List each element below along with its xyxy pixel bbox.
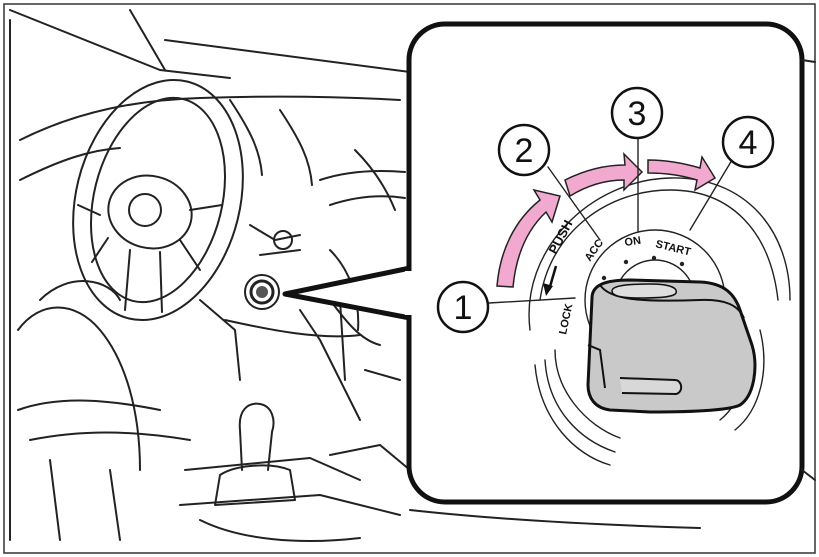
key-fob-icon bbox=[586, 278, 757, 414]
callout-3-number: 3 bbox=[628, 95, 647, 133]
bg-line bbox=[409, 509, 701, 529]
callout-pointer bbox=[282, 265, 411, 321]
callout-2-number: 2 bbox=[515, 132, 534, 170]
callout-3: 3 bbox=[610, 86, 664, 140]
rotate-arrow-2-icon bbox=[564, 152, 644, 198]
callout-1: 1 bbox=[436, 280, 490, 334]
leader-line-4 bbox=[689, 159, 733, 231]
callout-4: 4 bbox=[721, 115, 775, 169]
callout-panel bbox=[406, 21, 805, 505]
outer-frame bbox=[3, 3, 816, 554]
callout-4-number: 4 bbox=[739, 124, 758, 162]
car-interior bbox=[9, 9, 411, 542]
callout-1-number: 1 bbox=[454, 289, 473, 327]
label-on: ON bbox=[624, 235, 642, 249]
rotate-arrow-1-icon bbox=[496, 188, 561, 288]
zoom-callout bbox=[282, 21, 805, 505]
push-arrow-icon bbox=[543, 283, 553, 296]
bg-line bbox=[801, 59, 816, 63]
bg-line bbox=[801, 469, 816, 481]
leader-line-1 bbox=[488, 297, 576, 304]
callout-2: 2 bbox=[497, 123, 551, 177]
rotate-arrow-3-icon bbox=[647, 154, 717, 192]
leader-line-2 bbox=[547, 166, 601, 241]
